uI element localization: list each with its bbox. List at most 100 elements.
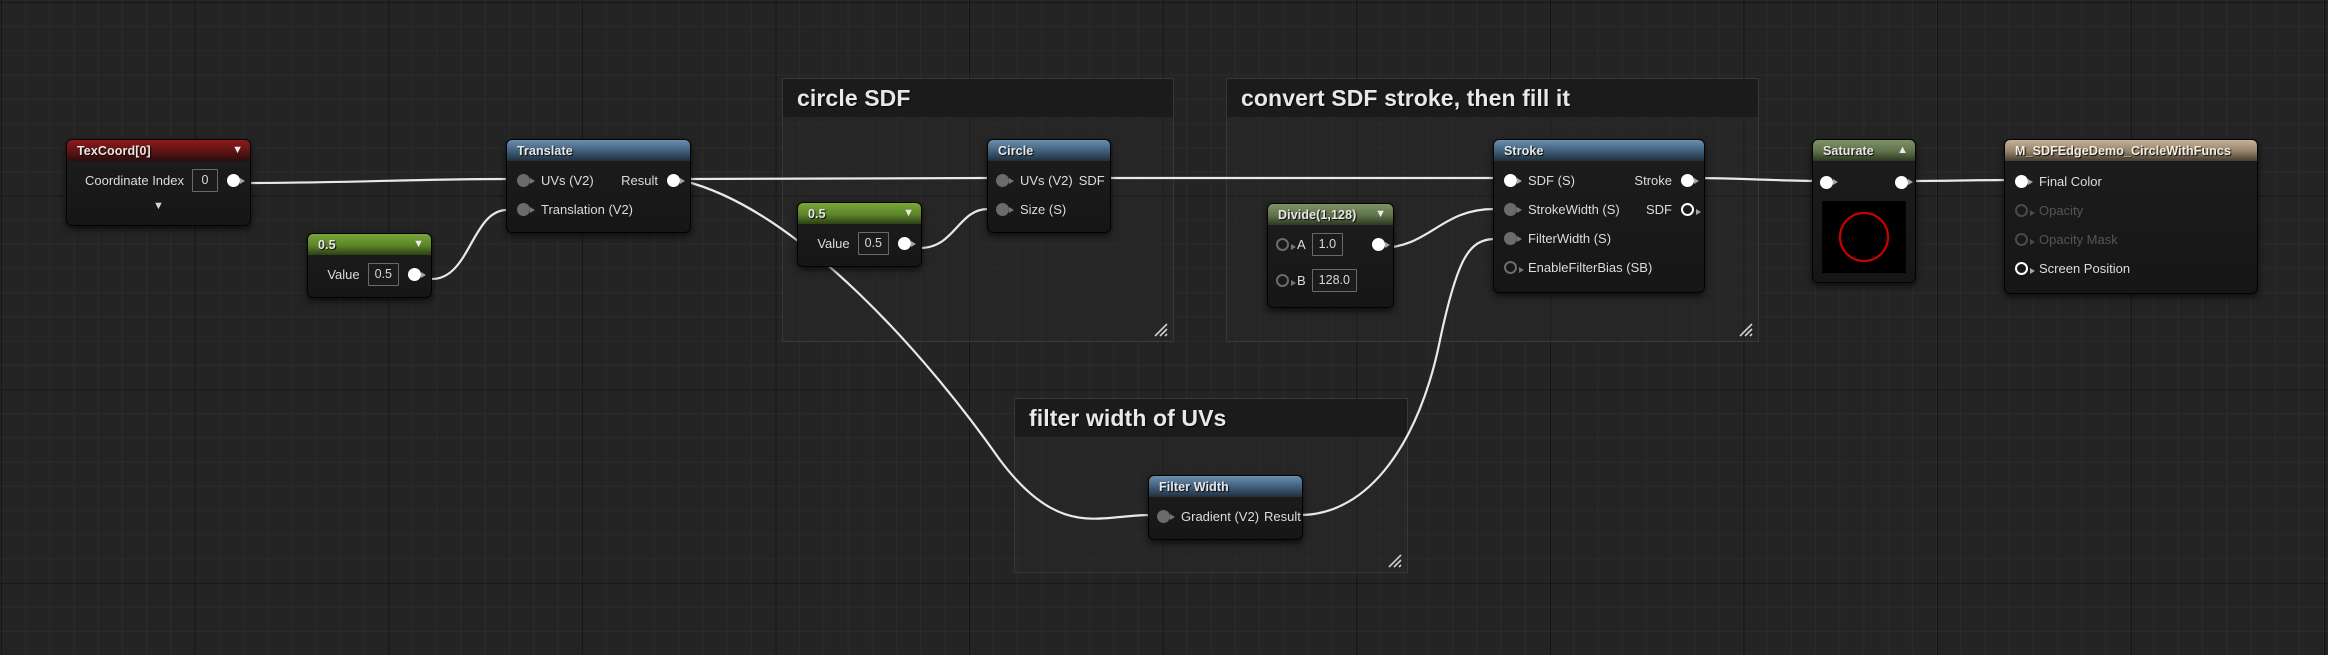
input-label: EnableFilterBias (SB) (1528, 260, 1653, 275)
resize-grip-icon[interactable] (1738, 322, 1753, 337)
input-pin-size[interactable] (996, 203, 1014, 216)
node-saturate[interactable]: Saturate ▲ (1812, 139, 1916, 283)
node-header[interactable]: Stroke (1494, 140, 1704, 161)
circle-outline-preview-icon (1838, 211, 1890, 263)
node-constant-size[interactable]: 0.5 ▼ Value 0.5 (797, 202, 922, 267)
input-pin-a[interactable] (1276, 238, 1296, 251)
node-body: UVs (V2) SDF Size (S) (988, 161, 1110, 232)
input-pin-sdf[interactable] (1504, 174, 1522, 187)
node-title: Circle (998, 143, 1034, 158)
node-pin-row: SDF (S) Stroke (1494, 166, 1704, 195)
output-pin-stroke[interactable] (1681, 174, 1699, 187)
resize-grip-icon[interactable] (1153, 322, 1168, 337)
input-pin-final-color[interactable] (2015, 175, 2033, 188)
node-divide[interactable]: Divide(1,128) ▼ A 1.0 B 128.0 (1267, 203, 1394, 308)
node-body: Final Color Opacity Opacity Mask Screen … (2005, 161, 2257, 293)
wire-translate-to-filterwidth (683, 179, 1151, 520)
node-texcoord[interactable]: TexCoord[0] ▼ Coordinate Index 0 ▼ (66, 139, 251, 226)
node-pin-row: StrokeWidth (S) SDF (1494, 195, 1704, 224)
node-stroke[interactable]: Stroke SDF (S) Stroke StrokeWidth (S) SD… (1493, 139, 1705, 293)
output-pin[interactable] (1372, 238, 1390, 251)
node-header[interactable]: 0.5 ▼ (798, 203, 921, 224)
divide-a-input[interactable]: 1.0 (1311, 232, 1344, 257)
node-header[interactable]: M_SDFEdgeDemo_CircleWithFuncs (2005, 140, 2257, 161)
input-pin-screen-position[interactable] (2015, 262, 2035, 275)
input-pin-translation[interactable] (517, 203, 535, 216)
chevron-down-icon[interactable]: ▼ (903, 207, 914, 219)
divide-b-input[interactable]: 128.0 (1311, 268, 1357, 293)
input-label: Final Color (2039, 174, 2102, 189)
input-pin-filterwidth[interactable] (1504, 232, 1522, 245)
input-pin[interactable] (1820, 175, 1838, 189)
chevron-down-icon[interactable]: ▼ (232, 144, 243, 156)
input-pin-uvs[interactable] (517, 174, 535, 187)
output-pin-result[interactable] (667, 174, 685, 187)
input-label: FilterWidth (S) (1528, 231, 1612, 246)
chevron-down-icon[interactable]: ▼ (413, 238, 424, 250)
value-input[interactable]: 0.5 (857, 231, 889, 256)
node-circle[interactable]: Circle UVs (V2) SDF Size (S) (987, 139, 1111, 233)
node-header[interactable]: Circle (988, 140, 1110, 161)
wire-texcoord-to-translate (244, 177, 508, 185)
node-translate[interactable]: Translate UVs (V2) Result Translation (V… (506, 139, 691, 233)
node-pin-row: EnableFilterBias (SB) (1494, 253, 1704, 282)
node-pin-row: UVs (V2) SDF (988, 166, 1110, 195)
chevron-down-icon[interactable]: ▼ (1375, 208, 1386, 220)
input-label: Gradient (V2) (1181, 509, 1260, 524)
input-label: Opacity Mask (2039, 232, 2118, 247)
node-pin-row: A 1.0 (1268, 230, 1393, 259)
node-title: 0.5 (318, 237, 336, 252)
node-pin-row: Size (S) (988, 195, 1110, 224)
output-pin[interactable] (227, 174, 245, 187)
node-title: 0.5 (808, 206, 826, 221)
output-pin[interactable] (898, 237, 916, 250)
value-input[interactable]: 0.5 (367, 262, 399, 287)
node-header[interactable]: Filter Width (1149, 476, 1302, 497)
expand-arrow-icon[interactable]: ▼ (153, 200, 164, 212)
input-pin-gradient[interactable] (1157, 510, 1175, 523)
input-pin-opacity[interactable] (2015, 204, 2035, 217)
node-header[interactable]: TexCoord[0] ▼ (67, 140, 250, 161)
node-body: UVs (V2) Result Translation (V2) (507, 161, 690, 232)
node-pin-row (1813, 167, 1915, 197)
input-label: SDF (S) (1528, 173, 1575, 188)
comment-header[interactable]: circle SDF (783, 79, 1173, 117)
input-label: Size (S) (1020, 202, 1067, 217)
chevron-up-icon[interactable]: ▲ (1897, 144, 1908, 156)
input-pin-uvs[interactable] (996, 174, 1014, 187)
node-filter-width[interactable]: Filter Width Gradient (V2) Result (1148, 475, 1303, 540)
input-label: UVs (V2) (1020, 173, 1073, 188)
input-pin-enablefilterbias[interactable] (1504, 261, 1524, 274)
node-header[interactable]: 0.5 ▼ (308, 234, 431, 255)
output-pin[interactable] (1895, 175, 1913, 189)
output-pin-sdf[interactable] (1681, 203, 1701, 216)
comment-title: filter width of UVs (1029, 404, 1227, 431)
node-header[interactable]: Divide(1,128) ▼ (1268, 204, 1393, 225)
value-label: Value (817, 236, 850, 251)
input-label: Screen Position (2039, 261, 2131, 276)
input-pin-strokewidth[interactable] (1504, 203, 1522, 216)
node-title: Translate (517, 143, 573, 158)
node-pin-row: Gradient (V2) Result (1149, 502, 1302, 531)
node-constant-translate[interactable]: 0.5 ▼ Value 0.5 (307, 233, 432, 298)
node-property-row: Value 0.5 (308, 260, 431, 289)
wire-translate-to-circle (683, 176, 989, 181)
input-pin-b[interactable] (1276, 274, 1296, 287)
node-pin-row: Opacity (2005, 196, 2257, 225)
wire-saturate-to-material (1901, 178, 2013, 183)
node-header[interactable]: Translate (507, 140, 690, 161)
node-title: Divide(1,128) (1278, 207, 1357, 222)
output-label: Stroke (1634, 173, 1672, 188)
resize-grip-icon[interactable] (1387, 553, 1402, 568)
node-header[interactable]: Saturate ▲ (1813, 140, 1915, 161)
coordinate-index-input[interactable]: 0 (192, 168, 218, 193)
comment-header[interactable]: convert SDF stroke, then fill it (1227, 79, 1758, 117)
node-property-row: Value 0.5 (798, 229, 921, 258)
output-pin[interactable] (408, 268, 426, 281)
node-material-output[interactable]: M_SDFEdgeDemo_CircleWithFuncs Final Colo… (2004, 139, 2258, 294)
comment-header[interactable]: filter width of UVs (1015, 399, 1407, 437)
input-label: UVs (V2) (541, 173, 594, 188)
wire-const-to-circle-size (919, 207, 989, 250)
input-pin-opacity-mask[interactable] (2015, 233, 2035, 246)
